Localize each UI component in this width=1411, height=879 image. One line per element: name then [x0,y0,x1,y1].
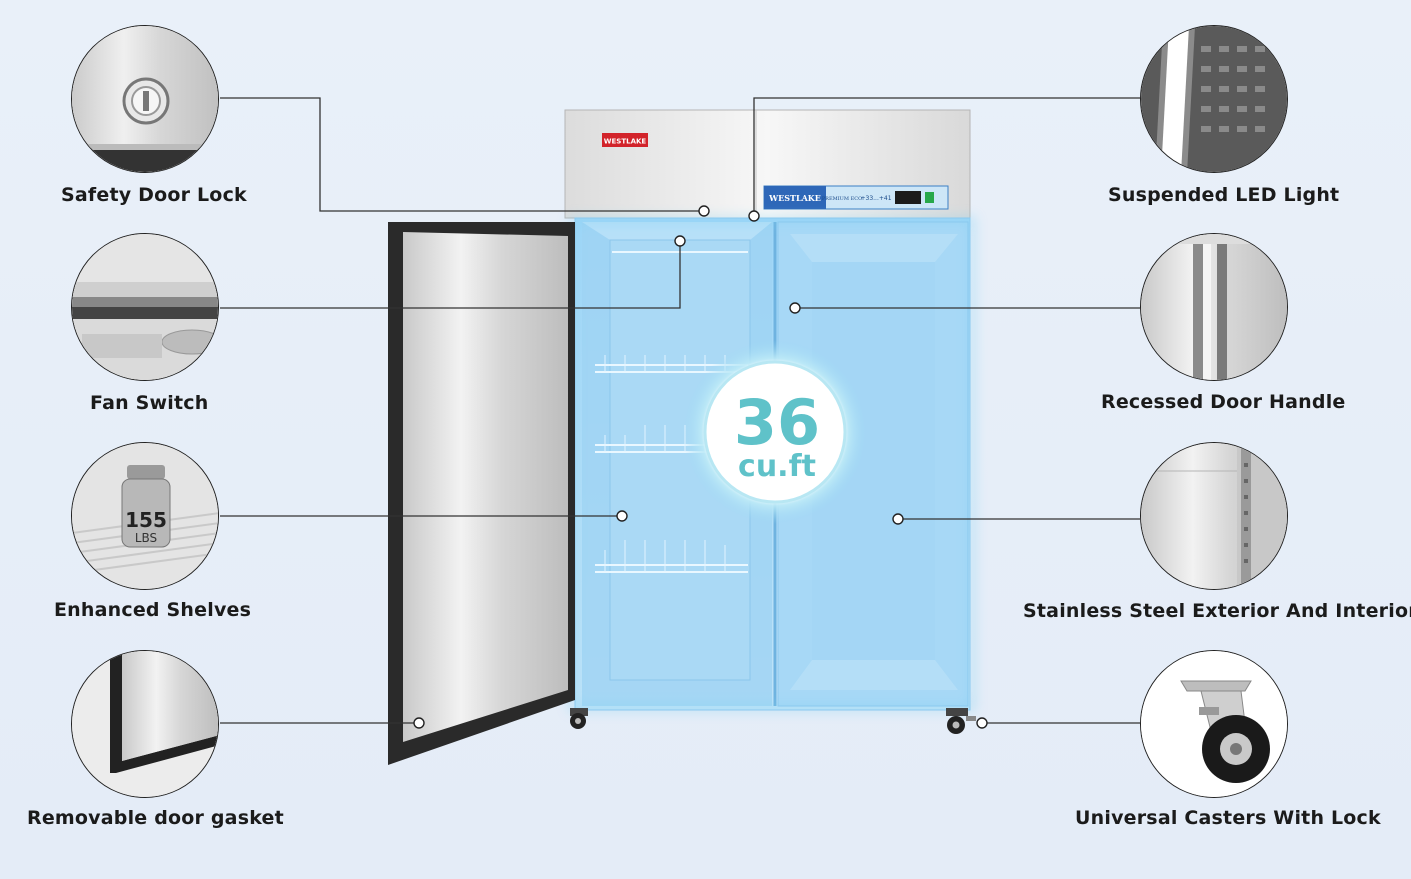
control-panel-sub: PREMIUM ECO [822,196,862,202]
enhanced-shelves-image: 155 LBS [71,442,219,590]
lock-icon [143,91,149,111]
capacity-unit: cu.ft [738,449,816,484]
caster-right [946,708,976,734]
weight-unit: LBS [135,531,157,545]
label-safety-door-lock: Safety Door Lock [61,184,247,206]
safety-door-lock-image [71,25,219,173]
power-switch [925,192,934,203]
brand-logo [602,133,648,147]
thermostat-display [895,191,921,204]
control-panel-temps: +33...+41 [860,195,891,202]
led-bar-icon [1161,26,1189,172]
brand-logo-text: WESTLAKE [604,138,647,146]
label-enhanced-shelves: Enhanced Shelves [54,599,252,621]
caster-image [1140,650,1288,798]
caster-left [570,708,588,729]
left-door-panel [403,232,568,742]
handle-icon [1193,244,1203,380]
door-handle-image [1140,233,1288,381]
label-removable-door-gasket: Removable door gasket [27,807,284,829]
leader-lines [220,97,1140,724]
label-recessed-door-handle: Recessed Door Handle [1101,391,1346,413]
label-stainless-steel: Stainless Steel Exterior And Interior [1023,600,1411,622]
stainless-steel-image [1140,442,1288,590]
door-gasket-image [71,650,219,798]
label-universal-casters: Universal Casters With Lock [1075,807,1381,829]
weight-number: 155 [125,508,167,532]
capacity-number: 36 [734,386,820,459]
weight-icon [127,465,165,479]
callout-dots [413,205,988,729]
control-panel-brand: WESTLAKE [768,193,821,203]
label-suspended-led-light: Suspended LED Light [1108,184,1340,206]
label-fan-switch: Fan Switch [90,392,209,414]
led-light-image [1140,25,1288,173]
fan-switch-image [71,233,219,381]
